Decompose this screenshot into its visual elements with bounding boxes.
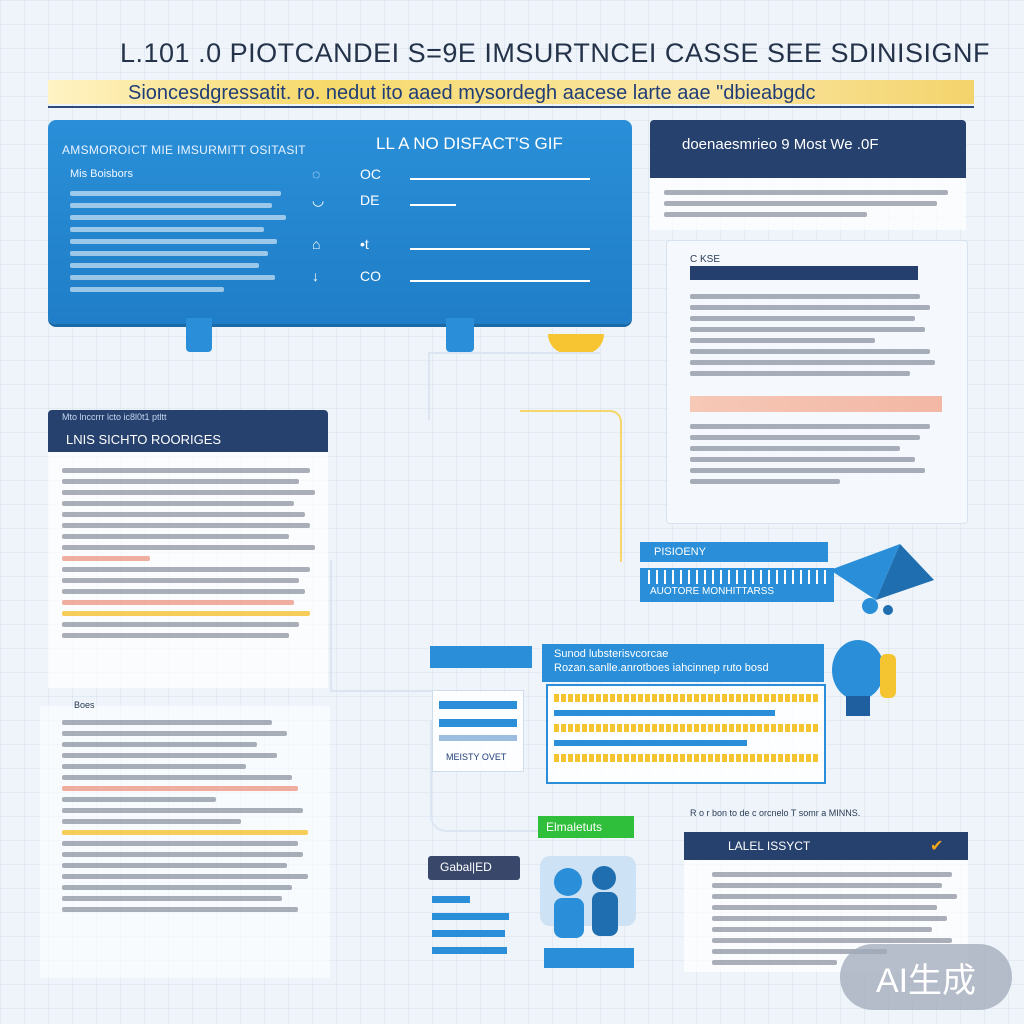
records-caption: Mto lnccrrr lcto ic8l0t1 ptltt bbox=[62, 412, 167, 422]
lightbulb-icon bbox=[832, 640, 896, 716]
bottom-right-text bbox=[712, 866, 962, 971]
progress-label: PISIOENY bbox=[654, 546, 706, 558]
summary-card-header bbox=[650, 120, 966, 178]
form-field-2[interactable]: ◡ DE bbox=[310, 192, 610, 214]
form-left-subheading: Mis Boisbors bbox=[70, 168, 133, 180]
field-input-line[interactable] bbox=[410, 248, 590, 250]
paper-plane-icon bbox=[830, 544, 934, 615]
mid-info-panel bbox=[542, 644, 824, 682]
connector-line bbox=[428, 352, 600, 420]
ai-generated-badge: AI生成 bbox=[840, 944, 1012, 1010]
small-card-text: MEISTY OVET bbox=[446, 752, 507, 762]
case-details-text bbox=[690, 288, 940, 382]
arc-icon: ◡ bbox=[312, 192, 325, 208]
home-icon: ⌂ bbox=[312, 236, 321, 252]
field-label: DE bbox=[360, 192, 380, 208]
bottom-right-caption: R o r bon to de c orcnelo T somr a MINNS… bbox=[690, 808, 861, 818]
records-body bbox=[48, 452, 328, 688]
mid-info-text: Sunod lubsterisvcorcae Rozan.sanlle.anro… bbox=[554, 647, 769, 675]
dark-tag bbox=[428, 856, 520, 880]
people-icon bbox=[540, 856, 636, 968]
connector-line bbox=[430, 720, 552, 832]
bottom-right-title: LALEL ISSYCT bbox=[728, 839, 811, 853]
summary-card-body bbox=[650, 178, 966, 230]
small-info-card bbox=[432, 690, 524, 772]
field-input-line[interactable] bbox=[410, 204, 456, 206]
connector-line bbox=[330, 560, 432, 692]
circle-icon: ◌ bbox=[312, 166, 321, 182]
records-title: LNIS SICHTO ROORIGES bbox=[66, 432, 222, 447]
case-details-card bbox=[666, 240, 968, 524]
field-input-line[interactable] bbox=[410, 280, 590, 282]
field-label: •t bbox=[360, 236, 369, 252]
mid-info-line: Sunod lubsterisvcorcae bbox=[554, 648, 669, 660]
records-text-2 bbox=[62, 714, 318, 918]
progress-label-bar bbox=[640, 542, 828, 562]
records-body-2 bbox=[40, 706, 330, 978]
progress-bar bbox=[640, 584, 834, 602]
case-details-text bbox=[690, 418, 940, 490]
page-subtitle: Sioncesdgressatit. ro. nedut ito aaed my… bbox=[128, 82, 816, 104]
form-title: LL A NO DISFACT'S GIF bbox=[376, 134, 563, 153]
form-left-text-block bbox=[70, 184, 290, 299]
dark-tag-label: Gabal|ED bbox=[440, 860, 492, 874]
mid-data-box bbox=[546, 684, 826, 784]
form-left-heading: AMSMOROICT MIE IMSURMITT OSITASIT bbox=[62, 143, 306, 157]
summary-card-title: doenaesmrieo 9 Most We .0F bbox=[682, 136, 879, 153]
panel-tab bbox=[446, 318, 474, 352]
title-divider bbox=[48, 106, 974, 108]
green-tag-label: Elmaletuts bbox=[546, 820, 603, 834]
field-label: CO bbox=[360, 268, 381, 284]
panel-tab bbox=[186, 318, 212, 352]
form-field-1[interactable]: ◌ OC bbox=[310, 166, 610, 188]
records-header bbox=[48, 410, 328, 452]
case-details-header bbox=[690, 266, 918, 280]
case-details-tag: C KSE bbox=[690, 254, 721, 265]
summary-card-text bbox=[664, 184, 954, 223]
mid-tag bbox=[430, 646, 532, 668]
form-field-3[interactable]: ⌂ •t bbox=[310, 236, 610, 258]
bottom-right-header bbox=[684, 832, 968, 860]
green-tag bbox=[538, 816, 634, 838]
blue-list bbox=[432, 890, 528, 970]
case-details-highlight bbox=[690, 396, 942, 412]
field-label: OC bbox=[360, 166, 381, 182]
form-field-4[interactable]: ↓ CO bbox=[310, 268, 610, 290]
progress-text: AUOTORE MONHITTARSS bbox=[650, 586, 775, 597]
subtitle-highlight bbox=[48, 80, 974, 104]
records-text bbox=[62, 462, 320, 644]
mid-info-line: Rozan.sanlle.anrotboes iahcinnep ruto bo… bbox=[554, 662, 769, 674]
page-title: L.101 .0 PIOTCANDEI S=9E IMSURTNCEI CASS… bbox=[120, 38, 990, 68]
field-input-line[interactable] bbox=[410, 178, 590, 180]
connector-line bbox=[520, 410, 622, 562]
records-subheading: Boes bbox=[74, 700, 95, 710]
checkmark-icon: ✔ bbox=[930, 838, 944, 855]
download-icon: ↓ bbox=[312, 268, 319, 284]
yellow-accent bbox=[548, 334, 604, 354]
